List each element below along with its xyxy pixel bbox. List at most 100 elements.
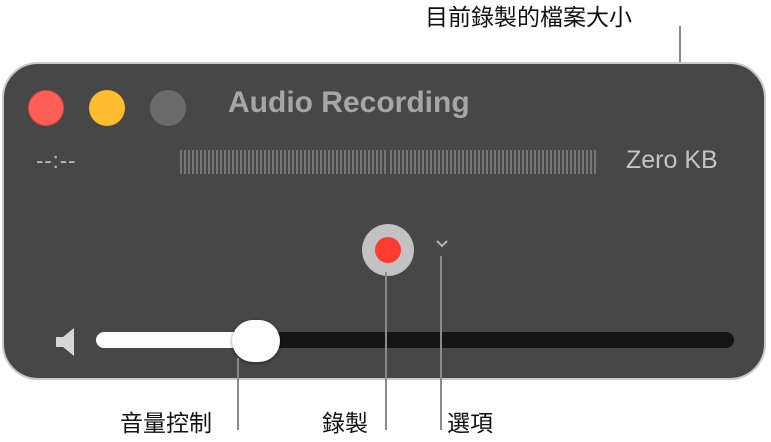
options-chevron-down-icon[interactable]	[432, 236, 452, 252]
meter-bar	[426, 150, 428, 174]
meter-bar	[212, 150, 214, 174]
meter-bar	[300, 150, 302, 174]
callout-options: 選項	[447, 411, 493, 437]
meter-bar	[284, 150, 286, 174]
meter-bar	[308, 150, 310, 174]
meter-bar	[288, 150, 290, 174]
meter-bar	[272, 150, 274, 174]
meter-bar	[372, 150, 374, 174]
meter-bar	[414, 150, 416, 174]
meter-bar	[526, 150, 528, 174]
meter-bar	[486, 150, 488, 174]
meter-bar	[352, 150, 354, 174]
meter-bar	[538, 150, 540, 174]
meter-bar	[348, 150, 350, 174]
meter-bar	[574, 150, 576, 174]
zoom-button[interactable]	[150, 90, 186, 126]
meter-bar	[406, 150, 408, 174]
meter-bar	[478, 150, 480, 174]
meter-bar	[410, 150, 412, 174]
window-title: Audio Recording	[228, 86, 470, 119]
meter-bar	[578, 150, 580, 174]
elapsed-time: --:--	[36, 148, 77, 173]
record-icon	[375, 237, 401, 263]
meter-bar	[470, 150, 472, 174]
volume-fill	[96, 332, 266, 348]
meter-bar	[534, 150, 536, 174]
volume-slider[interactable]	[96, 320, 734, 362]
meter-bar	[550, 150, 552, 174]
meter-bar	[384, 150, 386, 174]
meter-bar	[296, 150, 298, 174]
meter-bar	[590, 150, 592, 174]
meter-bar	[180, 150, 182, 174]
meter-bar	[344, 150, 346, 174]
meter-bar	[442, 150, 444, 174]
meter-bar	[398, 150, 400, 174]
meter-bar	[514, 150, 516, 174]
meter-bar	[192, 150, 194, 174]
meter-bar	[438, 150, 440, 174]
meter-bar	[320, 150, 322, 174]
meter-bar	[422, 150, 424, 174]
meter-bar	[260, 150, 262, 174]
meter-bar	[252, 150, 254, 174]
meter-bar	[546, 150, 548, 174]
meter-bar	[566, 150, 568, 174]
meter-bar	[368, 150, 370, 174]
meter-bar	[390, 150, 392, 174]
meter-bar	[304, 150, 306, 174]
meter-bar	[494, 150, 496, 174]
meter-bar	[216, 150, 218, 174]
meter-bar	[332, 150, 334, 174]
meter-bar	[232, 150, 234, 174]
meter-bar	[482, 150, 484, 174]
meter-bar	[328, 150, 330, 174]
meter-bar	[200, 150, 202, 174]
minimize-button[interactable]	[89, 90, 125, 126]
meter-bar	[196, 150, 198, 174]
meter-bar	[240, 150, 242, 174]
callout-volume: 音量控制	[120, 411, 212, 437]
record-button[interactable]	[362, 224, 414, 276]
meter-bar	[340, 150, 342, 174]
meter-bar	[454, 150, 456, 174]
meter-bar	[582, 150, 584, 174]
close-button[interactable]	[28, 90, 64, 126]
meter-bar	[312, 150, 314, 174]
meter-bar	[402, 150, 404, 174]
speaker-icon	[56, 328, 74, 356]
callout-record: 錄製	[322, 411, 368, 437]
meter-bar	[280, 150, 282, 174]
meter-bar	[562, 150, 564, 174]
meter-bar	[360, 150, 362, 174]
meter-bar	[204, 150, 206, 174]
meter-bar	[364, 150, 366, 174]
volume-slider-thumb[interactable]	[231, 320, 280, 362]
meter-bar	[228, 150, 230, 174]
meter-bar	[510, 150, 512, 174]
meter-bar	[518, 150, 520, 174]
meter-bar	[376, 150, 378, 174]
meter-bar	[474, 150, 476, 174]
meter-bar	[268, 150, 270, 174]
meter-bar	[418, 150, 420, 174]
meter-bar	[458, 150, 460, 174]
meter-bar	[558, 150, 560, 174]
meter-bar	[324, 150, 326, 174]
meter-bar	[434, 150, 436, 174]
audio-recording-window: Audio Recording --:-- Zero KB	[2, 62, 766, 380]
meter-bar	[586, 150, 588, 174]
meter-bar	[506, 150, 508, 174]
meter-bar	[502, 150, 504, 174]
meter-bar	[554, 150, 556, 174]
meter-bar	[336, 150, 338, 174]
callout-file-size: 目前錄製的檔案大小	[425, 5, 632, 31]
meter-bar	[248, 150, 250, 174]
meter-bar	[450, 150, 452, 174]
meter-bar	[264, 150, 266, 174]
meter-bar	[292, 150, 294, 174]
audio-level-meter	[180, 150, 598, 174]
meter-bar	[184, 150, 186, 174]
meter-bar	[498, 150, 500, 174]
